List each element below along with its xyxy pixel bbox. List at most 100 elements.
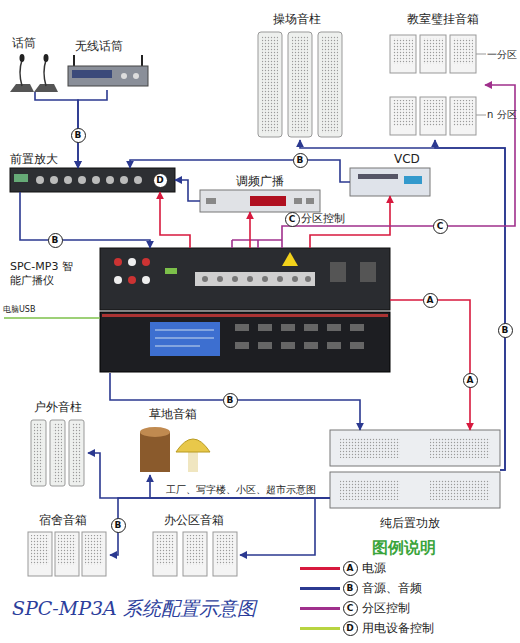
legend-text: 音源、音频 — [362, 581, 422, 595]
legend-text: 用电设备控制 — [362, 621, 434, 635]
dorm-speaker-art — [58, 535, 76, 565]
speaker-column-art — [292, 36, 308, 133]
callout-letter: C — [285, 212, 300, 227]
signal-wire — [160, 192, 190, 248]
device-node: 户外音柱 — [28, 418, 88, 488]
legend-row: 分区控制 — [300, 601, 500, 617]
preamp-art — [50, 176, 58, 184]
wall-speaker-art — [390, 97, 416, 135]
preamp-art — [120, 176, 128, 184]
broadcast-unit-art — [155, 338, 214, 339]
speaker-column-art — [258, 32, 342, 137]
tuner-art — [200, 190, 320, 212]
power-amplifier-art — [330, 430, 500, 508]
broadcast-unit-art — [195, 272, 315, 286]
device-node: 教室璧挂音箱 — [385, 30, 485, 140]
annotation-text: 一分区 — [487, 48, 517, 61]
microphone-art — [10, 54, 58, 92]
vcd-player-art — [350, 168, 430, 196]
zone-branch-wire — [231, 240, 233, 248]
office-speaker-art — [156, 535, 174, 565]
broadcast-unit-art — [281, 324, 295, 331]
device-label: 办公区音箱 — [164, 513, 224, 527]
speaker-column-art — [288, 32, 312, 137]
annotation-text: n 分区 — [487, 108, 517, 121]
device-node: 无线话筒 — [65, 55, 150, 90]
wall-speaker-art — [450, 35, 476, 73]
dorm-speaker-art — [31, 535, 49, 565]
wall-speaker-art — [390, 35, 486, 135]
wireless-receiver-art — [73, 55, 75, 66]
wall-speaker-art — [476, 115, 486, 116]
callout-letter: B — [111, 518, 126, 533]
callout-letter: B — [343, 581, 358, 596]
broadcast-unit-art — [304, 342, 318, 349]
speaker-column-art — [322, 36, 338, 133]
wireless-receiver-art — [72, 70, 112, 78]
broadcast-unit-art — [258, 342, 272, 349]
broadcast-unit-art — [305, 276, 311, 282]
annotation-text: 工厂、写字楼、小区、超市示意图 — [166, 483, 316, 496]
diagram-caption: SPC-MP3A 系统配置示意图 — [12, 596, 256, 622]
legend-swatch — [300, 587, 340, 590]
broadcast-unit-art — [235, 324, 249, 331]
device-node: 操场音柱 — [255, 30, 345, 140]
usb-wire — [4, 318, 100, 319]
signal-wire — [175, 180, 200, 201]
signal-wire — [282, 85, 515, 248]
legend-row: 电源 — [300, 561, 500, 577]
office-speaker-art — [153, 532, 177, 576]
wireless-receiver-art — [133, 73, 139, 79]
broadcast-unit-art — [150, 322, 220, 356]
power-amplifier-art — [330, 430, 500, 466]
dorm-speaker-art — [28, 532, 52, 576]
wireless-receiver-art — [121, 73, 127, 79]
broadcast-unit-art — [128, 258, 136, 266]
device-label: 前置放大 — [10, 152, 58, 166]
dorm-speaker-art — [28, 532, 106, 576]
device-node: 草地音箱 — [135, 425, 210, 475]
annotation-text: 图例说明 — [372, 538, 436, 557]
zone-branch-wire — [257, 240, 259, 248]
signal-wire — [110, 498, 330, 555]
legend-swatch — [300, 607, 340, 610]
device-node: 话筒 — [10, 52, 60, 92]
broadcast-unit-art — [100, 312, 390, 372]
legend-text: 电源 — [362, 561, 386, 575]
vcd-player-art — [358, 174, 398, 179]
broadcast-unit-art — [165, 268, 177, 274]
microphone-art — [44, 60, 46, 86]
device-node: 调频广播 — [200, 190, 320, 212]
device-node: 办公区音箱 — [150, 530, 240, 580]
device-node: SPC-MP3 智能广播仪 — [100, 248, 390, 373]
power-amplifier-art — [430, 438, 490, 458]
wireless-receiver-art — [68, 66, 148, 86]
wall-speaker-art — [423, 100, 443, 126]
signal-wire — [249, 212, 251, 248]
preamp-art — [106, 176, 114, 184]
preamp-art — [78, 176, 86, 184]
device-node: 纯后置功放 — [330, 430, 500, 510]
outdoor-column-art — [31, 420, 84, 486]
broadcast-unit-art — [155, 330, 214, 331]
device-label: 户外音柱 — [34, 400, 82, 414]
lawn-speaker-art — [140, 427, 210, 472]
broadcast-unit-art — [217, 276, 223, 282]
preamp-art — [10, 168, 175, 192]
callout-letter: B — [223, 393, 238, 408]
outdoor-column-art — [69, 420, 84, 486]
broadcast-unit-art — [292, 276, 298, 282]
broadcast-unit-art — [232, 276, 238, 282]
broadcast-unit-art — [247, 276, 253, 282]
device-node: 前置放大 — [10, 168, 175, 192]
callout-letter: A — [343, 561, 358, 576]
signal-wire — [88, 453, 330, 498]
device-label: 教室璧挂音箱 — [407, 12, 479, 26]
wall-speaker-art — [393, 100, 413, 126]
device-label: 操场音柱 — [273, 12, 321, 26]
callout-letter: A — [423, 293, 438, 308]
broadcast-unit-art — [327, 342, 341, 349]
legend-row: 用电设备控制 — [300, 621, 500, 637]
outdoor-column-art — [72, 423, 81, 483]
